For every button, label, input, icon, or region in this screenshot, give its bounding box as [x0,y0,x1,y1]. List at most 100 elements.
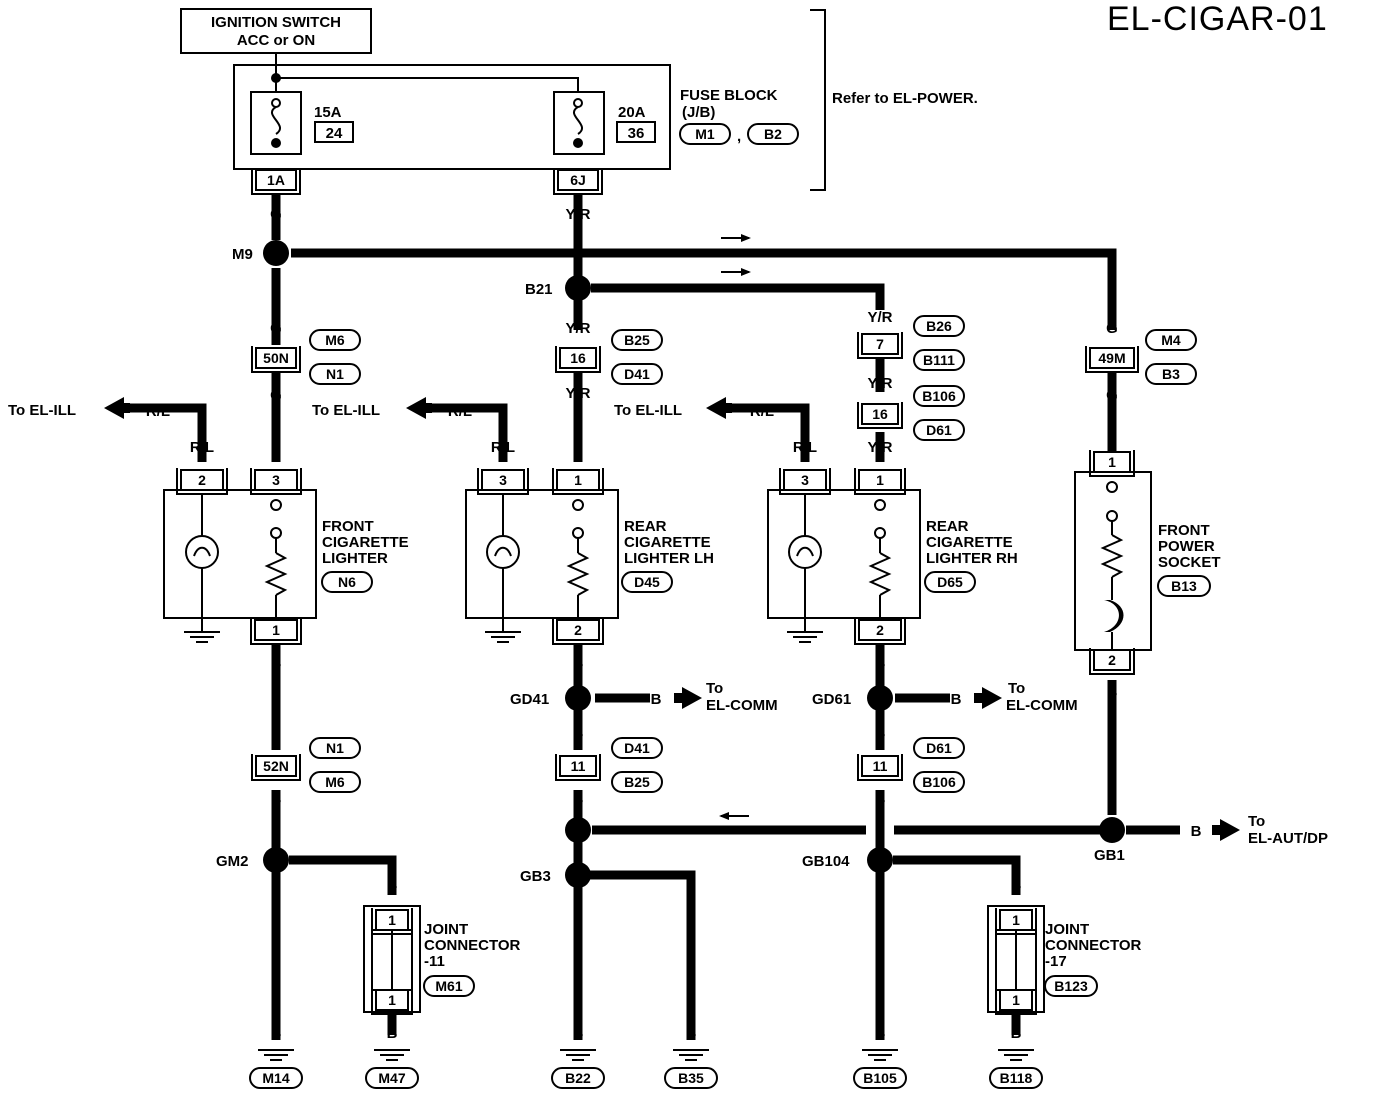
to-el-autdp: EL-AUT/DP [1248,830,1328,847]
fuse2-rating: 20A [618,104,646,121]
refer-text: Refer to EL-POWER. [832,90,978,107]
arrow-left-icon [706,397,726,419]
rear-cigarette-lighter-rh-connector: D65 [937,574,963,590]
ground-m14: M14 [262,1070,289,1086]
splice-gb104 [867,847,893,873]
splice-gb104-label: GB104 [802,853,850,870]
connector-16b-tag1: B106 [922,388,956,404]
joint-connector-11-pin-bottom: 1 [388,992,396,1008]
splice-gm2-label: GM2 [216,853,249,870]
splice-b21 [565,275,591,301]
splice-gd61-label: GD61 [812,691,851,708]
front-power-socket-pin-bottom: 2 [1108,652,1116,668]
connector-7-tag2: B111 [923,352,955,368]
connector-11b-pin: 11 [873,758,888,774]
arrow-right-icon [1220,819,1240,841]
wire-color-b-17: B [1011,1025,1022,1042]
ignition-label-line2: ACC or ON [237,32,315,49]
splice-cross [565,817,591,843]
connector-11a-tag2: B25 [624,774,650,790]
wire-color-yr-6: Y/R [867,439,892,456]
wire-b-gb104-joint [893,855,1021,895]
ground-b105: B105 [863,1070,897,1086]
wire-color-b-gb1: B [1191,823,1202,840]
wire-color-b-8: B [573,791,584,808]
rear-cigarette-lighter-lh-label-3: LIGHTER LH [624,550,714,567]
flow-arrow-icon [741,268,751,276]
connector-11b-tag1: D61 [926,740,952,756]
front-power-socket-label-1: FRONT [1158,522,1210,539]
wire-color-rl-6: R/L [750,403,774,420]
socket-coil-icon [1100,534,1124,578]
wire-yr-b21-right [591,283,885,310]
joint-connector-17-pin-top: 1 [1012,912,1020,928]
rear-cigarette-lighter-rh-pin-right: 1 [876,472,884,488]
arrow-right-icon [682,687,702,709]
front-power-socket-label-3: SOCKET [1158,554,1221,571]
joint-connector-11-pin-top: 1 [388,912,396,928]
connector-11b-tag2: B106 [922,774,956,790]
splice-gb1-label: GB1 [1094,847,1125,864]
wire-color-b-11: B [1011,877,1022,894]
wire-rl-rh [730,403,810,462]
wire-color-rl-5: R/L [448,403,472,420]
arrow-right-icon [982,687,1002,709]
to-el-autdp-to: To [1248,813,1265,830]
wire-color-rl-2: R/L [491,439,515,456]
ignition-switch: IGNITION SWITCH ACC or ON [180,8,372,54]
wire-color-g-1: G [270,206,282,223]
to-el-ill-3: To EL-ILL [614,402,682,419]
front-power-socket [1074,471,1152,651]
rear-cigarette-lighter-rh-label-2: CIGARETTE [926,534,1013,551]
wire-color-b-6: B [875,725,886,742]
heater-coil-icon [264,552,288,596]
connector-50n-tag1: M6 [325,332,345,348]
to-el-comm-2-to: To [1008,680,1025,697]
front-cigarette-lighter-label-1: FRONT [322,518,374,535]
wire-color-b-16: B [875,1025,886,1042]
joint-connector-11-label-1: JOINT [424,921,468,938]
joint-connector-11-label-3: -11 [424,953,445,970]
fuse-block-label-line2: (J/B) [682,104,715,121]
wire-color-yr-5: Y/R [867,375,892,392]
front-cigarette-lighter-pin-right: 3 [272,472,280,488]
wire-color-b-4: B [1107,684,1118,701]
front-power-socket-label-2: POWER [1158,538,1215,555]
fuse1-terminal: 1A [267,172,285,188]
rear-cigarette-lighter-rh-label-1: REAR [926,518,969,535]
fuse-block-connector-b2: B2 [764,126,782,142]
wire-color-b-14: B [573,1025,584,1042]
ground-b118: B118 [1000,1070,1033,1086]
fuse-block-label-line1: FUSE BLOCK [680,87,778,104]
front-power-socket-pin-top: 1 [1108,454,1116,470]
rear-cigarette-lighter-rh-pin-bottom: 2 [876,622,884,638]
fuse-block-connector-m1: M1 [695,126,715,142]
connector-52n-tag2: M6 [325,774,345,790]
wire-color-yr-1: Y/R [565,206,590,223]
connector-16a-pin: 16 [570,350,586,366]
front-power-socket-connector: B13 [1171,578,1197,594]
front-cigarette-lighter-connector: N6 [338,574,356,590]
front-cigarette-lighter-label-2: CIGARETTE [322,534,409,551]
wire-color-rl-3: R/L [793,439,817,456]
wire-color-b-gd41: B [651,691,662,708]
front-cigarette-lighter-pin-bottom: 1 [272,622,280,638]
connector-16b-pin: 16 [872,406,888,422]
to-el-ill-1: To EL-ILL [8,402,76,419]
flow-arrow-icon [741,234,751,242]
diagram-title: EL-CIGAR-01 [1107,0,1328,38]
connector-11a-tag1: D41 [624,740,650,756]
wire-color-b-13: B [387,1025,398,1042]
wire-color-b-gd61: B [951,691,962,708]
ground-b35: B35 [678,1070,704,1086]
joint-connector-17-pin-bottom: 1 [1012,992,1020,1008]
wire-color-rl-1: R/L [190,439,214,456]
lamp-icon [486,535,520,569]
joint-connector-11-label-2: CONNECTOR [424,937,521,954]
lamp-icon [788,535,822,569]
wire-rl-lh [430,403,508,462]
wire-color-b-5: B [573,725,584,742]
wire-color-g-3: G [1106,320,1118,337]
connector-49m-pin: 49M [1098,350,1125,366]
splice-gb3-label: GB3 [520,868,551,885]
